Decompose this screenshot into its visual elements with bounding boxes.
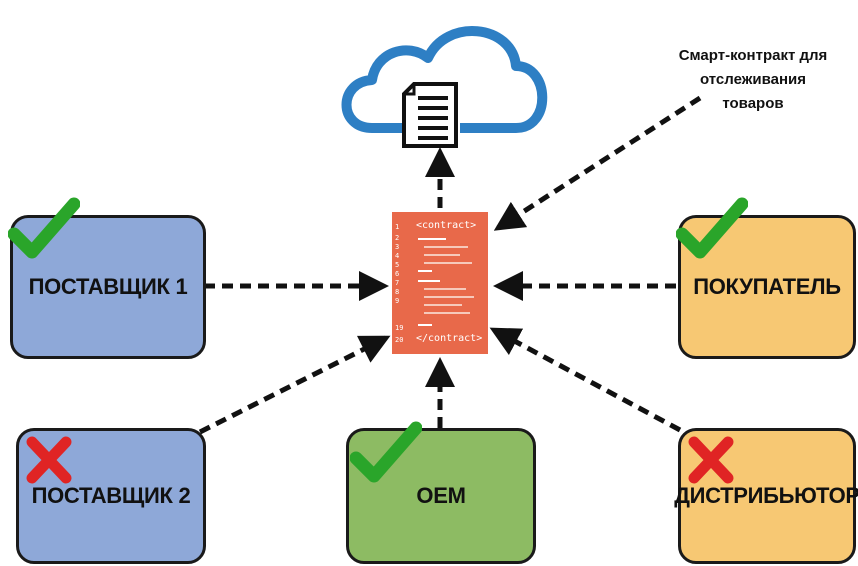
node-supplier2-label: ПОСТАВЩИК 2 xyxy=(31,483,191,508)
code-line xyxy=(418,270,432,272)
annotation-line-1: Смарт-контракт для xyxy=(678,47,828,64)
line-number: 1 xyxy=(395,223,400,231)
node-distributor-label: ДИСТРИБЬЮТОР xyxy=(674,483,858,508)
check-icon xyxy=(350,421,422,483)
node-supplier1-label: ПОСТАВЩИК 1 xyxy=(28,274,188,299)
check-icon xyxy=(676,197,748,259)
line-number: 8 xyxy=(395,288,400,296)
cross-icon xyxy=(688,436,734,484)
line-number: 9 xyxy=(395,297,400,305)
contract-close-tag: </contract> xyxy=(416,333,483,344)
node-buyer-label: ПОКУПАТЕЛЬ xyxy=(693,274,841,299)
annotation-line-3: товаров xyxy=(722,95,784,112)
code-line xyxy=(424,254,460,256)
code-line xyxy=(424,246,468,248)
node-oem: OEM xyxy=(346,428,536,564)
code-line xyxy=(424,288,466,290)
line-number: 2 xyxy=(395,234,400,242)
cross-icon xyxy=(26,436,72,484)
smart-contract-document: 1 2 3 4 5 6 7 8 9 19 20 <contract> </con… xyxy=(392,212,488,354)
arrow-from-annotation xyxy=(493,95,702,231)
code-line xyxy=(424,312,470,314)
code-line xyxy=(424,304,462,306)
smart-contract-annotation: Смарт-контракт для отслеживания товаров xyxy=(664,44,842,116)
code-line xyxy=(418,324,432,326)
arrow-from-distributor xyxy=(489,327,682,433)
contract-open-tag: <contract> xyxy=(416,220,477,231)
line-number: 4 xyxy=(395,252,400,260)
line-number: 19 xyxy=(395,324,404,332)
line-number: 3 xyxy=(395,243,400,251)
node-oem-label: OEM xyxy=(416,483,466,508)
cloud-document-icon xyxy=(341,26,548,148)
arrow-from-supplier2 xyxy=(198,335,391,435)
check-icon xyxy=(8,197,80,259)
line-number: 7 xyxy=(395,279,400,287)
line-number: 6 xyxy=(395,270,400,278)
code-line xyxy=(418,238,446,240)
line-number: 5 xyxy=(395,261,400,269)
code-line xyxy=(418,280,440,282)
annotation-line-2: отслеживания xyxy=(699,71,806,88)
code-line xyxy=(424,262,472,264)
code-line xyxy=(424,296,474,298)
line-number: 20 xyxy=(395,336,404,344)
